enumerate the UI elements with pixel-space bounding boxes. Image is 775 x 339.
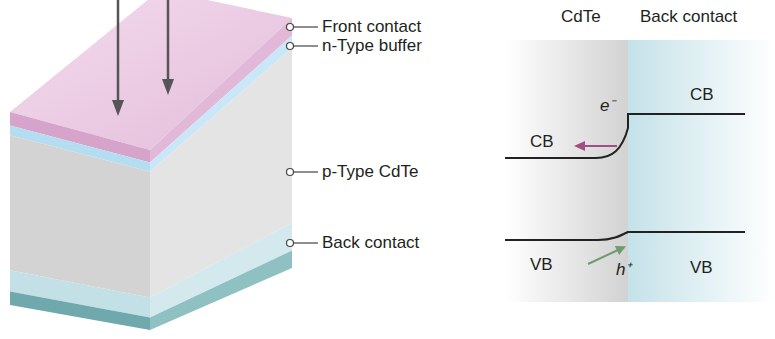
- region-heading: CdTe: [561, 7, 601, 27]
- layer-label: n-Type buffer: [322, 36, 422, 56]
- band-label: CB: [530, 132, 554, 152]
- valence-band: [505, 232, 745, 240]
- band-label: CB: [690, 85, 714, 105]
- band-label: VB: [530, 255, 553, 275]
- layer-label: p-Type CdTe: [322, 162, 418, 182]
- charge-label: h⁺: [616, 260, 631, 280]
- charge-label: e⁻: [600, 96, 615, 116]
- band-region: Back contactCBVB: [628, 40, 775, 302]
- band-region: CdTeCBVB: [505, 40, 628, 302]
- band-label: VB: [690, 258, 713, 278]
- light-arrow: [162, 0, 174, 95]
- electron-arrow: [574, 141, 617, 151]
- conduction-band: [505, 114, 745, 158]
- leader-line: [287, 24, 319, 247]
- back-base-side: [150, 251, 292, 331]
- region-heading: Back contact: [640, 7, 737, 27]
- back-base-side: [10, 292, 150, 331]
- light-arrow: [112, 0, 124, 116]
- layer-label: Front contact: [322, 17, 421, 37]
- cdte-side: [10, 135, 150, 297]
- layer-label: Back contact: [322, 233, 419, 253]
